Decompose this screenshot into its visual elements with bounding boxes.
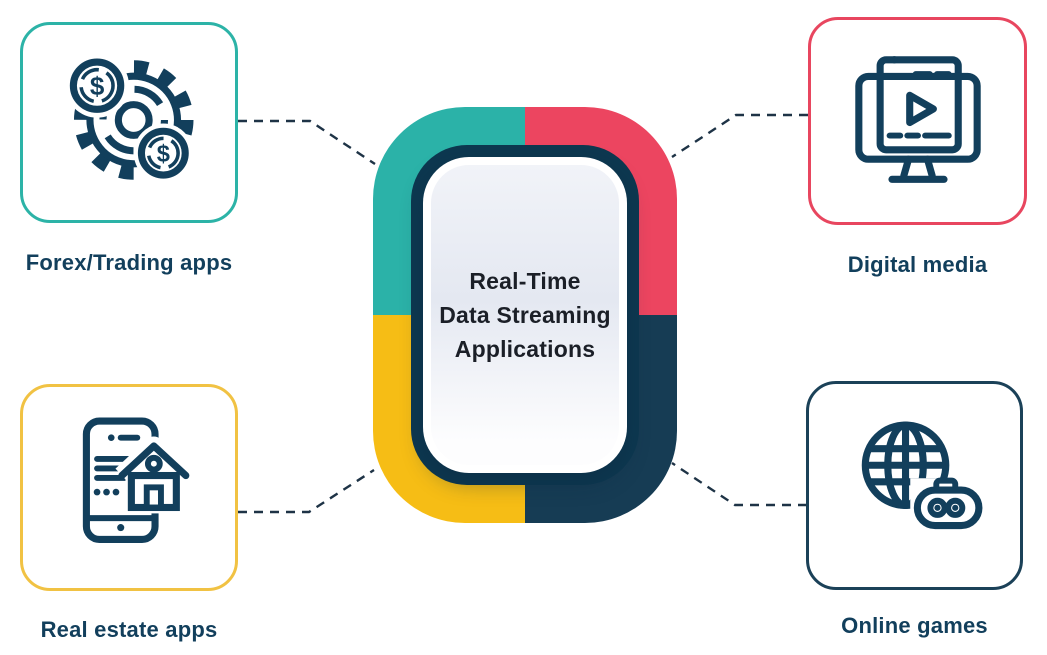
connector-top-left — [238, 119, 376, 166]
node-digital-media — [808, 17, 1027, 225]
node-online-games — [806, 381, 1023, 590]
gears-dollar-icon: $ $ — [58, 49, 200, 196]
node-label-online-games: Online games — [841, 613, 988, 638]
hub-card-fill: Real-Time Data Streaming Applications — [431, 165, 619, 465]
svg-text:$: $ — [90, 71, 105, 101]
connector-bottom-right — [671, 462, 807, 507]
hub-title-line-3: Applications — [454, 336, 596, 362]
node-real-estate — [20, 384, 238, 591]
node-label-digital-media: Digital media — [847, 252, 988, 277]
video-player-monitor-icon — [847, 48, 989, 195]
connector-top-right — [671, 113, 808, 159]
phone-house-icon — [58, 414, 200, 561]
center-hub: Real-Time Data Streaming Applications — [373, 107, 677, 523]
hub-title-line-1: Real-Time — [469, 268, 581, 294]
connector-bottom-left — [238, 468, 375, 514]
hub-title-line-2: Data Streaming — [439, 302, 611, 328]
node-label-real-estate: Real estate apps — [40, 617, 218, 642]
globe-gamepad-icon — [844, 412, 986, 559]
hub-title: Real-Time Data Streaming Applications — [439, 264, 611, 366]
svg-text:$: $ — [157, 141, 170, 167]
node-forex-trading: $ $ — [20, 22, 238, 223]
node-label-forex-trading: Forex/Trading apps — [25, 250, 233, 275]
